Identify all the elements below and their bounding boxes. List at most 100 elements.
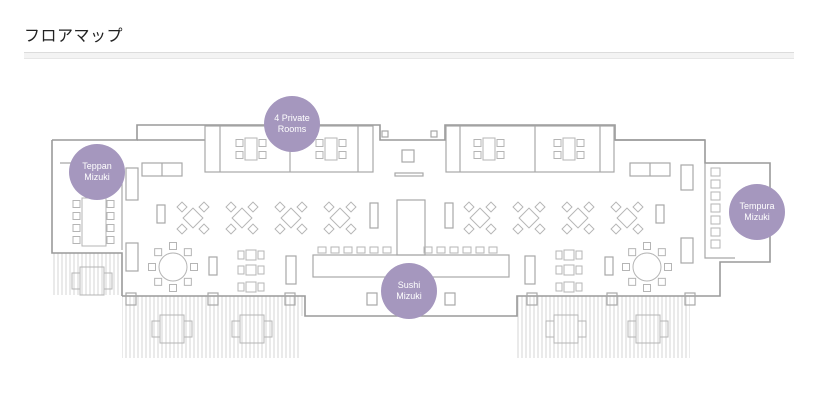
chair xyxy=(237,265,245,275)
chair xyxy=(106,224,115,232)
chair xyxy=(231,320,241,338)
chair xyxy=(257,265,265,275)
chair xyxy=(71,272,81,290)
chair xyxy=(473,139,482,147)
table-teppan xyxy=(81,197,107,247)
chair xyxy=(553,139,562,147)
chair xyxy=(198,201,210,213)
area-label-teppan: Teppan Mizuki xyxy=(82,161,112,182)
counter-stool xyxy=(462,246,472,254)
chair xyxy=(555,265,563,275)
chair xyxy=(561,201,573,213)
chair xyxy=(225,201,237,213)
chair xyxy=(575,265,583,275)
chair xyxy=(643,284,651,292)
chair xyxy=(632,201,644,213)
chair xyxy=(485,201,497,213)
counter-seat xyxy=(710,227,721,237)
area-badge-private-rooms[interactable]: 4 Private Rooms xyxy=(264,96,320,152)
table-small xyxy=(245,281,257,293)
table-small xyxy=(563,264,575,276)
counter-stool xyxy=(423,246,433,254)
chair xyxy=(106,200,115,208)
chair xyxy=(258,151,267,159)
chair xyxy=(148,263,156,271)
table-diamond xyxy=(469,207,491,229)
chair xyxy=(657,277,666,286)
chair xyxy=(154,248,163,257)
area-badge-tempura[interactable]: Tempura Mizuki xyxy=(729,184,785,240)
chair xyxy=(154,277,163,286)
chair xyxy=(345,223,357,235)
chair xyxy=(315,151,324,159)
chair xyxy=(659,320,669,338)
chair xyxy=(323,201,335,213)
table-diamond xyxy=(231,207,253,229)
table-private xyxy=(244,137,258,161)
chair xyxy=(258,139,267,147)
area-badge-sushi[interactable]: Sushi Mizuki xyxy=(381,263,437,319)
table-diamond xyxy=(567,207,589,229)
table-small xyxy=(563,249,575,261)
chair xyxy=(610,201,622,213)
chair xyxy=(176,223,188,235)
chair xyxy=(534,201,546,213)
area-label-sushi: Sushi Mizuki xyxy=(396,280,422,301)
chair xyxy=(463,201,475,213)
chair xyxy=(257,250,265,260)
area-label-tempura: Tempura Mizuki xyxy=(739,201,775,222)
chair xyxy=(103,272,113,290)
outer-wall xyxy=(52,124,771,297)
area-label-private-rooms: 4 Private Rooms xyxy=(274,113,310,134)
chair xyxy=(643,242,651,250)
chair xyxy=(575,282,583,292)
chair xyxy=(338,139,347,147)
table-diamond xyxy=(616,207,638,229)
chair xyxy=(72,224,81,232)
table-small xyxy=(245,264,257,276)
chair xyxy=(627,320,637,338)
sushi-kitchen xyxy=(396,199,426,256)
chair xyxy=(512,223,524,235)
table-private xyxy=(324,137,338,161)
chair xyxy=(198,223,210,235)
title-divider xyxy=(24,52,794,59)
chair xyxy=(512,201,524,213)
area-badge-teppan[interactable]: Teppan Mizuki xyxy=(69,144,125,200)
counter-stool xyxy=(343,246,353,254)
chair xyxy=(628,277,637,286)
chair xyxy=(247,223,259,235)
chair xyxy=(263,320,273,338)
chair xyxy=(176,201,188,213)
counter-seat xyxy=(710,191,721,201)
counter-seat xyxy=(710,203,721,213)
chair xyxy=(296,201,308,213)
counter-stool xyxy=(317,246,327,254)
counter-stool xyxy=(488,246,498,254)
chair xyxy=(257,282,265,292)
counter-stool xyxy=(436,246,446,254)
chair xyxy=(583,223,595,235)
chair xyxy=(534,223,546,235)
chair xyxy=(577,320,587,338)
chair xyxy=(151,320,161,338)
chair xyxy=(106,212,115,220)
chair xyxy=(183,277,192,286)
chair xyxy=(473,151,482,159)
chair xyxy=(247,201,259,213)
chair xyxy=(237,282,245,292)
chair xyxy=(555,250,563,260)
chair xyxy=(72,200,81,208)
chair xyxy=(496,139,505,147)
chair xyxy=(553,151,562,159)
chair xyxy=(106,236,115,244)
table-diamond xyxy=(329,207,351,229)
counter-seat xyxy=(710,167,721,177)
chair xyxy=(190,263,198,271)
chair xyxy=(622,263,630,271)
table-small xyxy=(245,249,257,261)
chair xyxy=(628,248,637,257)
chair xyxy=(72,236,81,244)
chair xyxy=(338,151,347,159)
counter-stool xyxy=(382,246,392,254)
